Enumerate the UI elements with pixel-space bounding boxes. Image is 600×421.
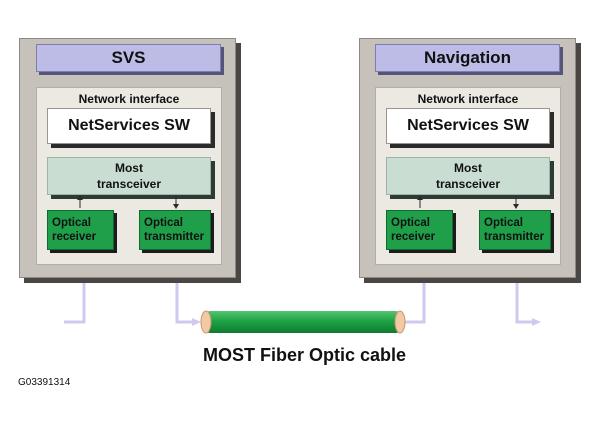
nav-input-path	[404, 258, 426, 324]
navigation-optical-receiver: Optical receiver	[386, 210, 453, 250]
cable-end-left	[200, 310, 212, 334]
nav-output-arrowhead	[532, 318, 541, 326]
svs-netservices-sw: NetServices SW	[47, 108, 211, 144]
figure-code: G03391314	[18, 377, 71, 388]
navigation-most-transceiver-label: Most transceiver	[435, 161, 501, 191]
nav-output-path	[515, 258, 536, 324]
svs-optical-receiver-label: Optical receiver	[52, 217, 97, 243]
svs-optical-transmitter: Optical transmitter	[139, 210, 211, 250]
fiber-optic-cable	[206, 311, 400, 333]
svs-input-path	[64, 258, 86, 324]
navigation-network-interface-label: Network interface	[417, 92, 519, 106]
svs-most-transceiver-label: Most transceiver	[96, 161, 162, 191]
navigation-netservices-sw: NetServices SW	[386, 108, 550, 144]
svs-optical-transmitter-label: Optical transmitter	[144, 217, 205, 243]
svs-most-transceiver: Most transceiver	[47, 157, 211, 195]
svs-unit-title: SVS	[36, 44, 221, 72]
navigation-optical-transmitter-label: Optical transmitter	[484, 217, 545, 243]
cable-caption: MOST Fiber Optic cable	[203, 345, 407, 365]
navigation-optical-transmitter: Optical transmitter	[479, 210, 551, 250]
cable-end-right	[394, 310, 406, 334]
svs-output-path	[175, 258, 196, 324]
navigation-optical-receiver-label: Optical receiver	[391, 217, 436, 243]
svs-optical-receiver: Optical receiver	[47, 210, 114, 250]
svs-network-interface-label: Network interface	[78, 92, 180, 106]
svs-output-arrowhead	[192, 318, 201, 326]
navigation-unit-title: Navigation	[375, 44, 560, 72]
navigation-most-transceiver: Most transceiver	[386, 157, 550, 195]
